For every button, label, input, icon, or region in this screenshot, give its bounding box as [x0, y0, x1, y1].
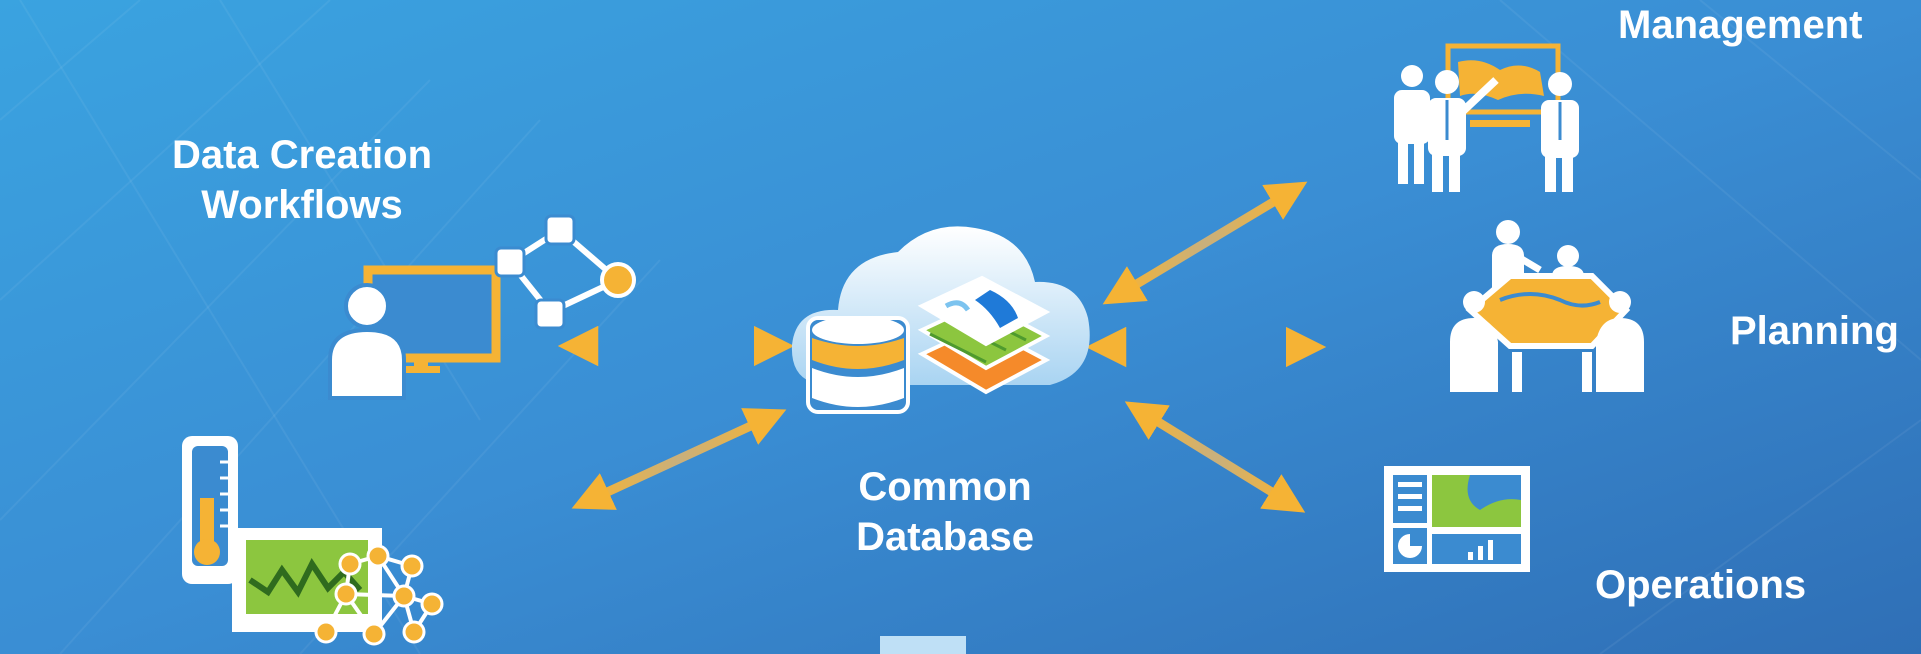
sensor-iot-icon [182, 436, 444, 646]
data-creation-label: Data Creation Workflows [152, 130, 452, 230]
operations-label: Operations [1595, 563, 1807, 607]
arrow-sensors-database [571, 408, 787, 510]
planning-table-icon [1450, 220, 1644, 392]
planning-label: Planning [1730, 309, 1899, 353]
common-database-label-line2: Database [856, 515, 1034, 559]
arrow-database-operations [1124, 401, 1306, 513]
operations-dashboard-icon [1384, 466, 1530, 572]
data-creation-label-line1: Data Creation [171, 133, 433, 177]
database-icon [806, 316, 910, 414]
arrow-database-management [1102, 181, 1308, 305]
connection-arrows [557, 181, 1327, 513]
common-database-label-line1: Common [858, 465, 1032, 509]
analyst-network-icon [328, 214, 636, 400]
data-creation-label-line2: Workflows [201, 183, 403, 227]
management-meeting-icon [1394, 43, 1579, 192]
bottom-center-block [880, 636, 966, 654]
common-database-label: Common Database [820, 462, 1070, 562]
map-layers-icon [917, 275, 1051, 395]
management-label: Management [1618, 3, 1863, 47]
